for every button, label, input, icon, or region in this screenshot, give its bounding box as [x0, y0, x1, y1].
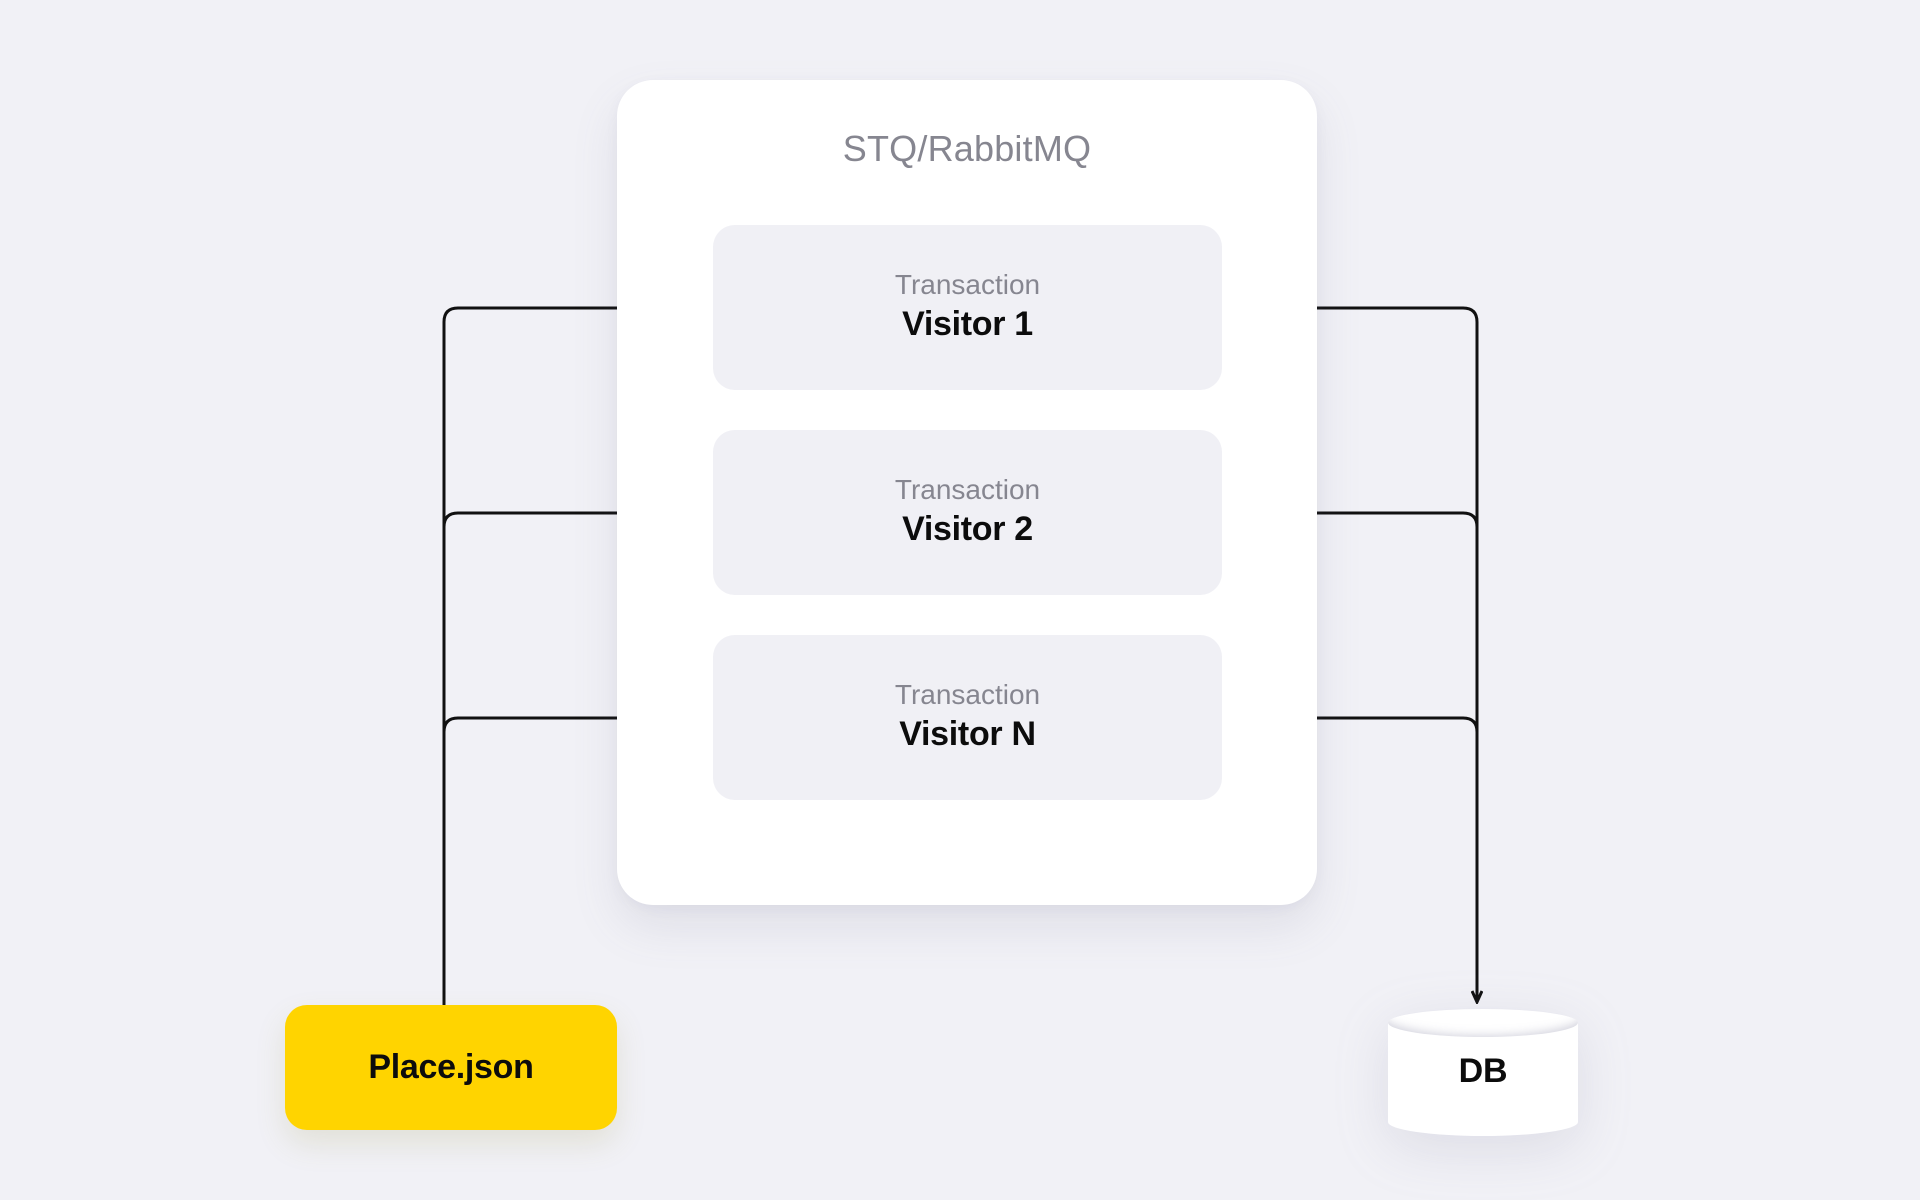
transaction-card-visitor-2[interactable]: Transaction Visitor 2 [713, 430, 1222, 595]
source-node-place-json[interactable]: Place.json [285, 1005, 617, 1130]
transaction-card-visitor-n[interactable]: Transaction Visitor N [713, 635, 1222, 800]
transaction-name-label: Visitor 1 [902, 305, 1033, 344]
database-cylinder-top [1388, 1008, 1578, 1037]
transaction-kind-label: Transaction [894, 269, 1041, 301]
broker-title: STQ/RabbitMQ [842, 128, 1092, 169]
source-node-label: Place.json [368, 1048, 534, 1086]
transaction-kind-label: Transaction [894, 474, 1041, 506]
transaction-name-label: Visitor 2 [902, 510, 1033, 549]
transaction-kind-label: Transaction [894, 679, 1041, 711]
database-node[interactable]: DB [1388, 1008, 1578, 1136]
transaction-name-label: Visitor N [899, 715, 1036, 754]
database-cylinder-bottom [1388, 1108, 1578, 1136]
database-cylinder-body [1388, 1022, 1578, 1122]
database-label: DB [1458, 1052, 1508, 1090]
transaction-card-visitor-1[interactable]: Transaction Visitor 1 [713, 225, 1222, 390]
